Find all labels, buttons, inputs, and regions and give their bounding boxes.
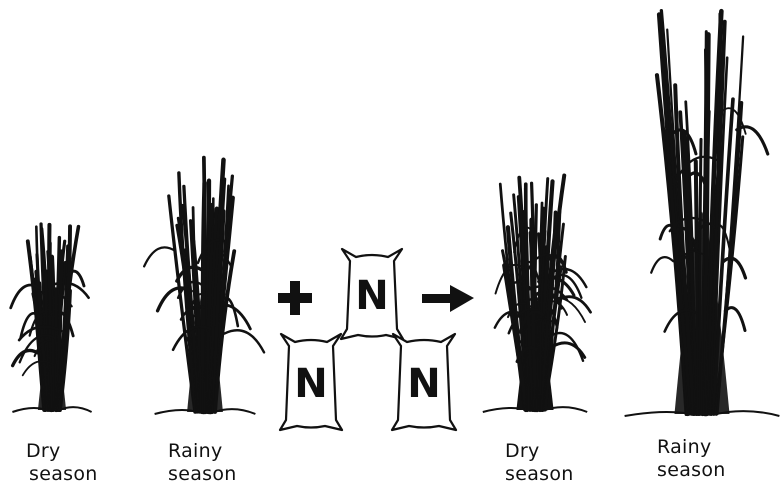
label-plant-4-line2: season xyxy=(657,459,726,482)
plant-rainy-season-fertilized xyxy=(625,11,780,416)
label-plant-2-line2: season xyxy=(168,463,237,486)
label-plant-4-line1: Rainy xyxy=(657,436,726,459)
label-plant-1-line1: Dry xyxy=(26,440,98,463)
result-arrow xyxy=(422,285,474,312)
plant-dry-season-fertilized xyxy=(483,175,591,412)
label-plant-1-line2: season xyxy=(29,463,98,486)
fertilizer-bag-top: N xyxy=(341,249,403,339)
label-plant-3-line2: season xyxy=(505,463,574,486)
fertilizer-bag-left: N xyxy=(280,334,342,430)
label-plant-4: Rainy season xyxy=(657,436,726,482)
fertilizer-bag-right: N xyxy=(392,334,456,430)
label-plant-1: Dry season xyxy=(26,440,98,486)
plus-sign xyxy=(278,281,312,315)
plant-dry-season-unfertilized xyxy=(11,224,92,412)
plant-rainy-season-unfertilized xyxy=(144,158,264,414)
bag-letter: N xyxy=(355,273,388,319)
label-plant-2-line1: Rainy xyxy=(168,440,237,463)
bag-letter: N xyxy=(294,361,327,407)
bag-letter: N xyxy=(407,361,440,407)
label-plant-3-line1: Dry xyxy=(505,440,574,463)
label-plant-3: Dry season xyxy=(505,440,574,486)
label-plant-2: Rainy season xyxy=(168,440,237,486)
